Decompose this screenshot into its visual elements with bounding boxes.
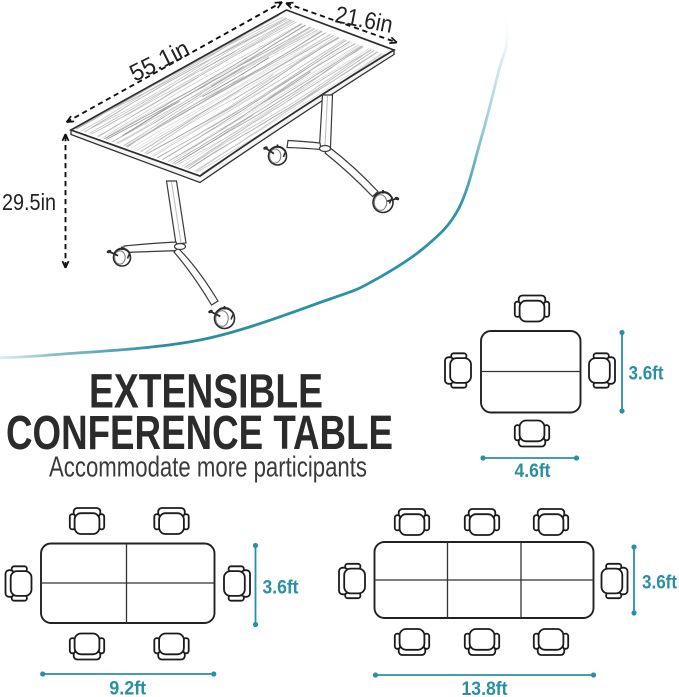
- svg-text:13.8ft: 13.8ft: [462, 678, 508, 697]
- svg-text:CONFERENCE TABLE: CONFERENCE TABLE: [6, 407, 393, 460]
- svg-text:3.6ft: 3.6ft: [263, 578, 300, 599]
- svg-text:3.6ft: 3.6ft: [642, 573, 678, 594]
- svg-text:29.5in: 29.5in: [2, 189, 56, 215]
- svg-text:4.6ft: 4.6ft: [515, 460, 551, 482]
- svg-text:Accommodate more participants: Accommodate more participants: [49, 452, 367, 484]
- svg-text:3.6ft: 3.6ft: [629, 364, 665, 385]
- svg-text:9.2ft: 9.2ft: [109, 678, 146, 697]
- svg-text:EXTENSIBLE: EXTENSIBLE: [89, 366, 323, 419]
